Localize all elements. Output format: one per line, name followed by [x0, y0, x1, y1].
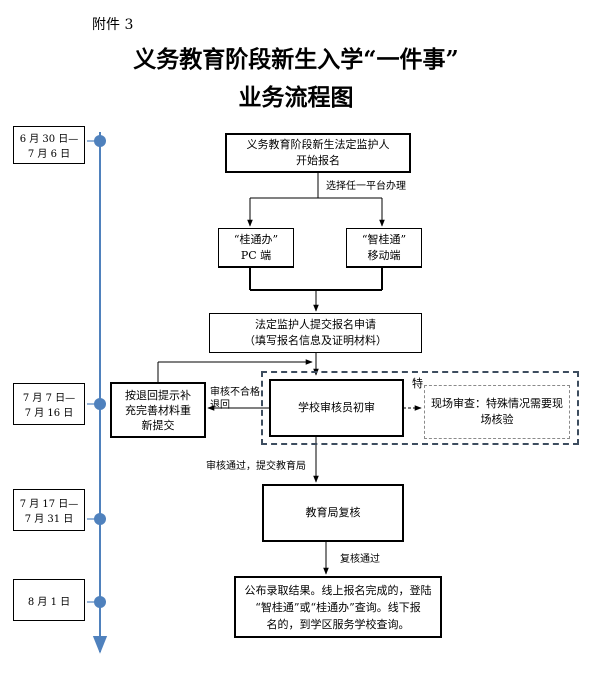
timeline-dot-1	[94, 135, 106, 147]
recheck-label: 复核通过	[340, 554, 380, 565]
publish-line1: 公布录取结果。线上报名完成的，登陆	[244, 583, 432, 597]
timeline-dot-3	[94, 513, 106, 525]
start-line1: 义务教育阶段新生法定监护人	[246, 138, 390, 151]
date-1-line1: 6 月 30 日—	[19, 134, 79, 145]
onsite-text: 现场审查：特殊情况需要现 场核验	[425, 386, 569, 438]
bureau-review-node: 教育局复核	[262, 484, 404, 542]
timeline-dot-2	[94, 398, 106, 410]
platform-label: 选择任一平台办理	[326, 181, 406, 192]
gui-tong-ban-line1: “桂通办”	[233, 232, 279, 246]
pass-label: 审核通过，提交教育局	[206, 461, 306, 472]
start-line2: 开始报名	[296, 154, 340, 167]
school-review-group	[261, 371, 579, 445]
zhi-gui-tong-line1: “智桂通”	[361, 232, 407, 246]
date-box-4: 8 月 1 日	[13, 579, 85, 621]
publish-node: 公布录取结果。线上报名完成的，登陆 “智桂通”或“桂通办”查询。线下报 名的，到…	[234, 576, 442, 638]
onsite-node	[424, 385, 570, 439]
date-box-2: 7 月 7 日— 7 月 16 日	[13, 383, 85, 425]
resubmit-line3: 新提交	[141, 418, 175, 432]
date-2-line2: 7 月 16 日	[24, 408, 74, 419]
date-3-line1: 7 月 17 日—	[19, 499, 79, 510]
school-review-label: 学校审核员初审	[298, 401, 375, 414]
page-subtitle: 业务流程图	[238, 84, 354, 111]
resubmit-line1: 按退回提示补	[125, 388, 191, 402]
date-3-line2: 7 月 31 日	[24, 514, 74, 525]
zhi-gui-tong-node: “智桂通” 移动端	[346, 228, 422, 268]
zhi-gui-tong-line2: 移动端	[367, 248, 401, 262]
date-1-line2: 7 月 6 日	[27, 149, 71, 160]
date-4-line1: 8 月 1 日	[27, 596, 71, 608]
date-2-line1: 7 月 7 日—	[22, 393, 76, 404]
bureau-review-label: 教育局复核	[305, 506, 361, 519]
publish-line2: “智桂通”或“桂通办”查询。线下报	[255, 600, 421, 614]
timeline-dot-4	[94, 596, 106, 608]
attachment-label: 附件 3	[92, 17, 134, 33]
start-node: 义务教育阶段新生法定监护人 开始报名	[225, 133, 411, 173]
reject-label-line1: 审核不合格	[210, 387, 260, 398]
submit-node: 法定监护人提交报名申请 （填写报名信息及证明材料）	[209, 313, 422, 353]
submit-line2: （填写报名信息及证明材料）	[244, 334, 387, 347]
date-box-3: 7 月 17 日— 7 月 31 日	[13, 489, 85, 531]
resubmit-node: 按退回提示补 充完善材料重 新提交	[110, 382, 206, 438]
gui-tong-ban-node: “桂通办” PC 端	[218, 228, 294, 268]
date-box-1: 6 月 30 日— 7 月 6 日	[13, 126, 85, 164]
gui-tong-ban-line2: PC 端	[240, 248, 272, 262]
special-fragment: 特	[412, 377, 423, 390]
publish-line3: 名的，到学区服务学校查询。	[266, 617, 410, 631]
school-review-node: 学校审核员初审	[269, 379, 404, 437]
onsite-line2: 场核验	[480, 413, 514, 426]
resubmit-line2: 充完善材料重	[125, 403, 191, 417]
onsite-line1: 现场审查：特殊情况需要现	[431, 397, 563, 410]
reject-label: 审核不合格 退回	[210, 386, 260, 412]
submit-line1: 法定监护人提交报名申请	[255, 318, 376, 331]
reject-label-line2: 退回	[210, 400, 230, 411]
page-title: 义务教育阶段新生入学“一件事”	[133, 46, 459, 73]
